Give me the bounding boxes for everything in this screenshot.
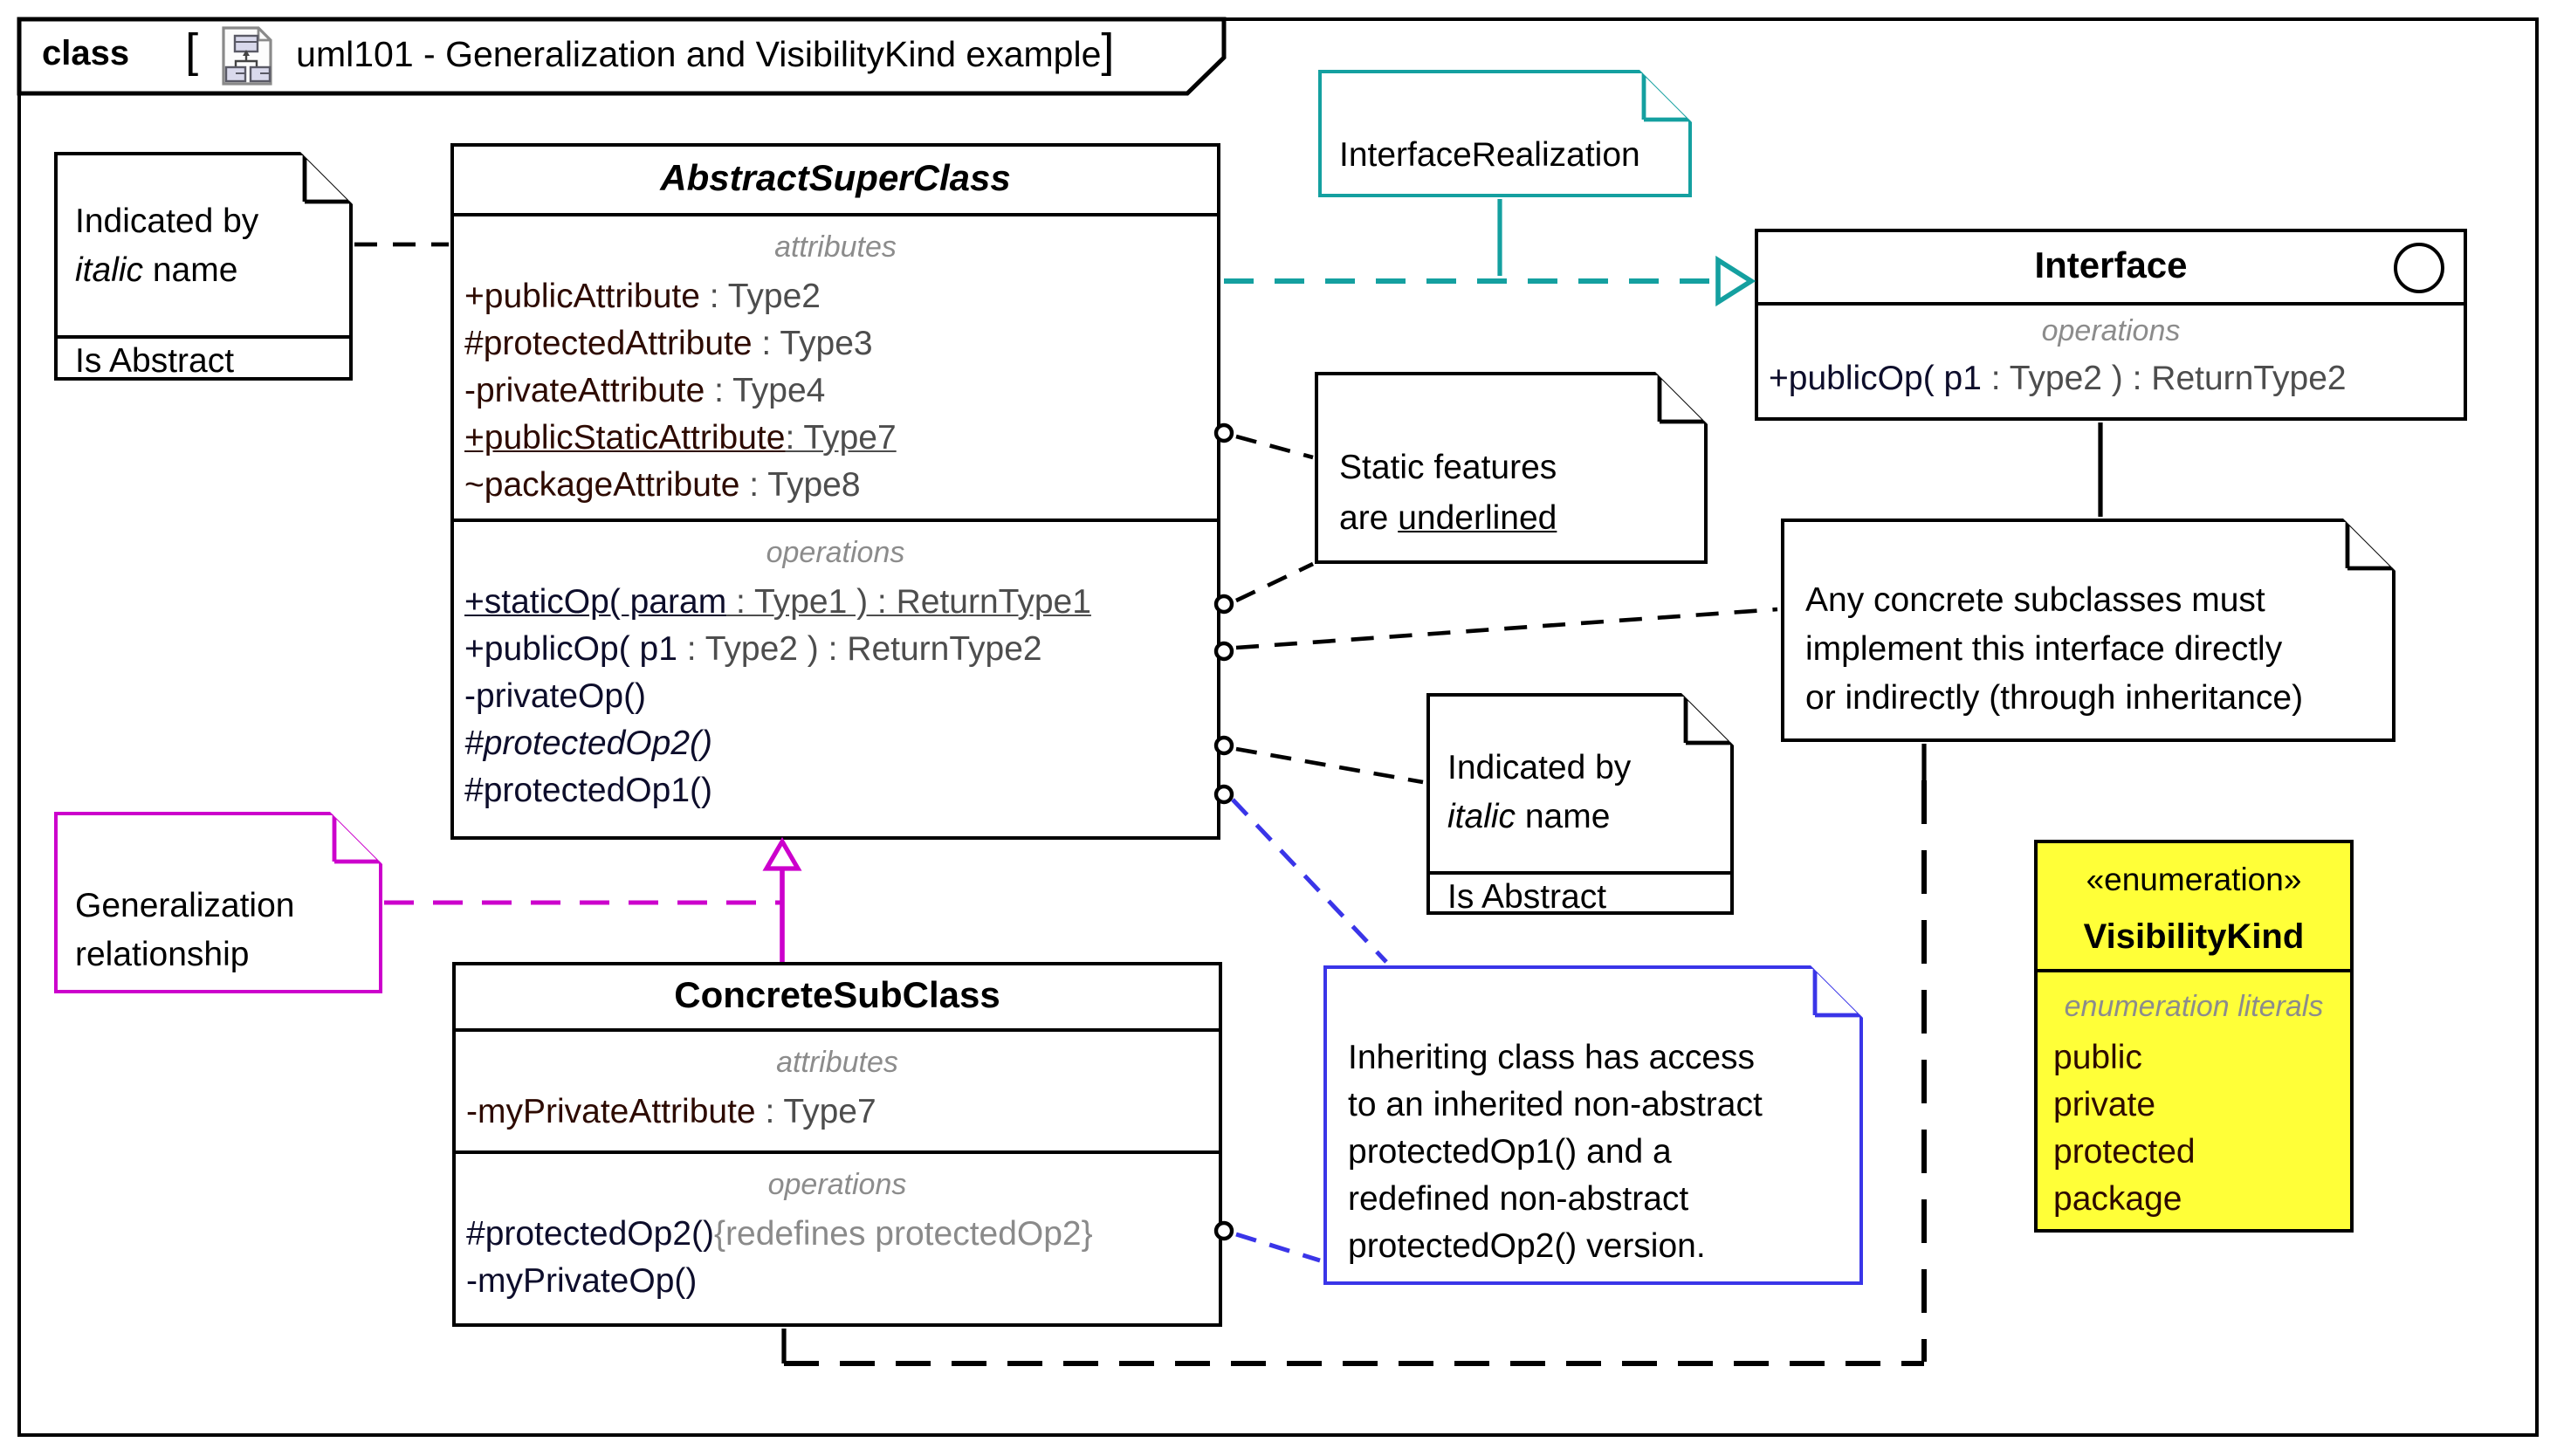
note-line: Indicated by [1447,749,1632,787]
operations-compartment: operations +staticOp( param : Type1 ) : … [454,519,1217,841]
note-line: Generalization [75,887,295,925]
interface-ball-icon [2394,243,2444,293]
note-static-features[interactable]: Static features are underlined [1315,372,1708,564]
note-line: protectedOp1() and a [1348,1133,1672,1171]
attributes-compartment: attributes +publicAttribute : Type2 #pro… [454,213,1217,519]
operation-row: #protectedOp2(){redefines protectedOp2} [466,1215,1093,1253]
enum-literal: private [2053,1086,2156,1124]
operation-row: -myPrivateOp() [466,1262,698,1301]
attribute-row: +publicAttribute : Type2 [464,278,821,316]
bracket-close: ] [1101,24,1115,77]
class-diagram-icon [221,25,272,85]
enumeration-literals-label: enumeration literals [2064,990,2324,1023]
note-compartment: Is Abstract [58,335,349,380]
attributes-compartment: attributes -myPrivateAttribute : Type7 [456,1028,1219,1150]
operations-label: operations [2041,314,2181,347]
operation-row-abstract: #protectedOp2() [464,725,712,763]
bracket-open: [ [185,24,199,77]
note-line: to an inherited non-abstract [1348,1086,1763,1124]
note-line: italic name [75,251,238,290]
note-line: italic name [1447,798,1611,836]
note-line: Inheriting class has access [1348,1039,1756,1077]
enumeration-literals-compartment: enumeration literals public private prot… [2038,969,2350,1224]
operation-row: +publicOp( p1 : Type2 ) : ReturnType2 [464,630,1042,669]
operations-label: operations [767,1168,907,1201]
class-abstract-super-class[interactable]: AbstractSuperClass attributes +publicAtt… [450,143,1220,840]
diagram-frame [17,17,2539,1437]
enum-literal: public [2053,1039,2142,1077]
enum-literal: protected [2053,1133,2196,1171]
enumeration-name: VisibilityKind [2083,918,2305,957]
operation-row-static: +staticOp( param : Type1 ) : ReturnType1 [464,583,1091,622]
operation-row: -privateOp() [464,677,647,716]
note-generalization-relationship[interactable]: Generalization relationship [54,812,382,993]
note-line: InterfaceRealization [1339,136,1640,175]
note-inheriting-class[interactable]: Inheriting class has access to an inheri… [1323,965,1863,1285]
note-line: Indicated by [75,203,259,241]
enumeration-visibility-kind[interactable]: «enumeration» VisibilityKind enumeration… [2034,840,2354,1233]
diagram-title: uml101 - Generalization and VisibilityKi… [296,34,1102,74]
class-name: AbstractSuperClass [660,159,1011,199]
note-line: relationship [75,936,250,974]
diagram-frame-tab[interactable]: class [ uml101 - Generalization and Visi… [17,17,1222,93]
note-compartment: Is Abstract [1430,871,1730,914]
operations-compartment: operations #protectedOp2(){redefines pro… [456,1150,1219,1329]
operation-row: +publicOp( p1 : Type2 ) : ReturnType2 [1769,360,2347,398]
note-line: redefined non-abstract [1348,1180,1689,1219]
attribute-row-static: +publicStaticAttribute: Type7 [464,419,897,457]
attributes-label: attributes [774,230,897,264]
class-concrete-sub-class[interactable]: ConcreteSubClass attributes -myPrivateAt… [452,962,1222,1327]
attribute-row: -myPrivateAttribute : Type7 [466,1093,876,1131]
enumeration-stereotype: «enumeration» [2086,861,2302,897]
note-line: are underlined [1339,499,1557,538]
attribute-row: -privateAttribute : Type4 [464,372,826,410]
note-line: protectedOp2() version. [1348,1227,1706,1266]
note-line: implement this interface directly [1805,630,2283,669]
diagram-kind-label: class [42,35,130,73]
class-interface[interactable]: Interface operations +publicOp( p1 : Typ… [1755,229,2467,421]
attributes-label: attributes [776,1046,898,1079]
note-any-concrete-subclasses[interactable]: Any concrete subclasses must implement t… [1781,519,2395,742]
note-is-abstract-mid[interactable]: Indicated by italic name Is Abstract [1426,693,1734,915]
class-name: ConcreteSubClass [674,976,1000,1016]
class-name: Interface [2034,246,2188,286]
note-line: Any concrete subclasses must [1805,581,2265,620]
note-line: Static features [1339,449,1557,487]
operation-row: #protectedOp1() [464,772,712,810]
note-is-abstract-top[interactable]: Indicated by italic name Is Abstract [54,152,353,381]
note-line: or indirectly (through inheritance) [1805,679,2304,718]
note-interface-realization[interactable]: InterfaceRealization [1318,70,1692,197]
enum-literal: package [2053,1180,2182,1219]
operations-compartment: operations +publicOp( p1 : Type2 ) : Ret… [1758,302,2464,419]
attribute-row: ~packageAttribute : Type8 [464,466,861,505]
attribute-row: #protectedAttribute : Type3 [464,325,873,363]
operations-label: operations [766,536,905,569]
